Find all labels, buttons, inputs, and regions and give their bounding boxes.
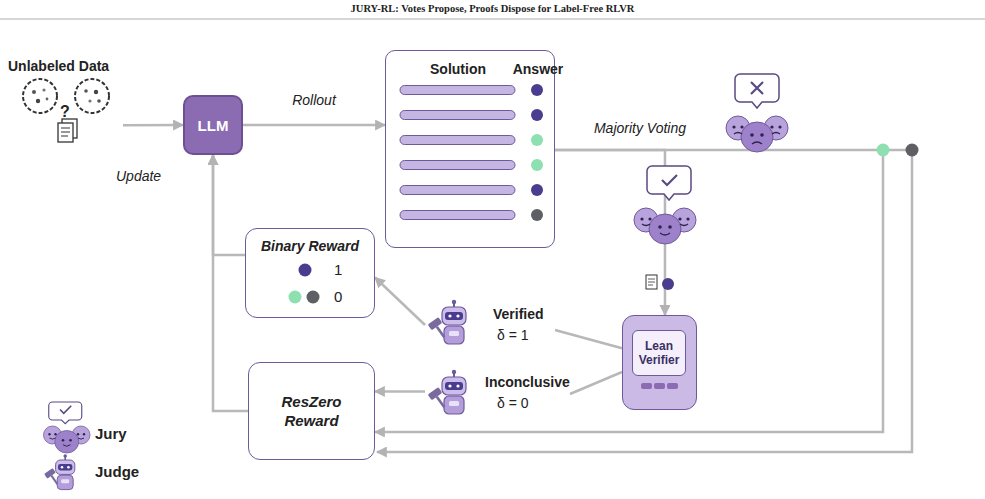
legend-icons [44, 454, 75, 489]
node-text: 1 [334, 261, 342, 278]
legend-icons [60, 406, 71, 414]
accepted-jury [634, 166, 696, 290]
legend-icons [44, 402, 91, 453]
node-text: Lean Verifier [632, 330, 686, 376]
reward-box: ResZero Reward [248, 362, 375, 460]
node-text: Unlabeled Data [8, 58, 109, 74]
unlabeled-data-icon [61, 128, 70, 136]
node-text: ResZero Reward [249, 363, 374, 459]
diagram-label: ? [60, 103, 70, 121]
judge-verdict: Inconclusive δ = 0 [425, 368, 570, 420]
reward-box: Binary Reward 1 0 [245, 228, 375, 318]
legend-icons [44, 426, 91, 453]
node-text: δ = 1 [497, 327, 529, 343]
flow-connector [555, 330, 622, 348]
node-text: Binary Reward [246, 238, 374, 254]
accepted-jury [662, 175, 677, 185]
unlabeled-data-icon [62, 119, 77, 138]
unlabeled-data-icon [88, 99, 91, 102]
judge-verdict: Verified δ = 1 [425, 300, 555, 350]
legend-text: Jury [95, 425, 127, 442]
unlabeled-data-icon [46, 98, 49, 101]
judge-icons [428, 300, 466, 344]
unlabeled-data-icon [32, 90, 36, 94]
rejected-jury [751, 82, 763, 94]
edge-label: Majority Voting [594, 120, 686, 136]
unlabeled-data-icon [23, 79, 109, 142]
unlabeled-data-icon [97, 99, 101, 103]
unlabeled-data-icon [84, 89, 88, 93]
flow-connector [375, 390, 425, 393]
unlabeled-data-icon [94, 90, 98, 94]
rejected-jury [735, 74, 779, 108]
judge-icons [428, 370, 466, 414]
answer-dots [883, 149, 912, 152]
unlabeled-data-icon [36, 99, 40, 103]
flow-connector [375, 278, 425, 326]
judge-icons [428, 300, 466, 414]
legend-icons [44, 402, 91, 490]
node-text: Verified [493, 306, 544, 322]
accepted-jury [646, 275, 657, 289]
accepted-jury [647, 166, 691, 200]
flow-connector [555, 150, 665, 315]
data-source: Unlabeled Data [8, 58, 123, 143]
rejected-jury [726, 116, 788, 152]
accepted-jury [648, 279, 655, 285]
node-text: Solution [408, 61, 508, 77]
unlabeled-data-icon [23, 79, 57, 113]
header-rule [0, 19, 985, 20]
running-title: JURY-RL: Votes Propose, Proofs Dispose f… [0, 3, 985, 14]
answer-dots [877, 144, 890, 157]
legend-text: Judge [95, 463, 139, 480]
flow-connector [570, 372, 622, 394]
edge-label: Rollout [292, 92, 336, 108]
answer-dots [906, 144, 919, 157]
unlabeled-data-icon [75, 79, 109, 113]
unlabeled-data-icon [42, 88, 45, 91]
flow-connector [123, 124, 183, 127]
flow-connector [213, 155, 245, 255]
diagram-label: Update [116, 168, 161, 184]
node-text: LLM [185, 97, 241, 153]
accepted-jury [662, 278, 674, 290]
unlabeled-data-icon [58, 123, 73, 142]
node-text: Answer [504, 61, 572, 77]
rollout-box: SolutionAnswer [385, 50, 555, 248]
model-box: LLM [183, 95, 243, 155]
rejected-jury [726, 74, 788, 152]
node-text: Inconclusive [485, 374, 570, 390]
legend-icons [49, 402, 82, 424]
flow-connector [213, 155, 248, 411]
node-text: 0 [334, 288, 342, 305]
verifier-device: Lean Verifier [622, 315, 697, 410]
node-text: δ = 0 [497, 395, 529, 411]
accepted-jury [634, 208, 696, 244]
flow-connector [243, 124, 385, 127]
